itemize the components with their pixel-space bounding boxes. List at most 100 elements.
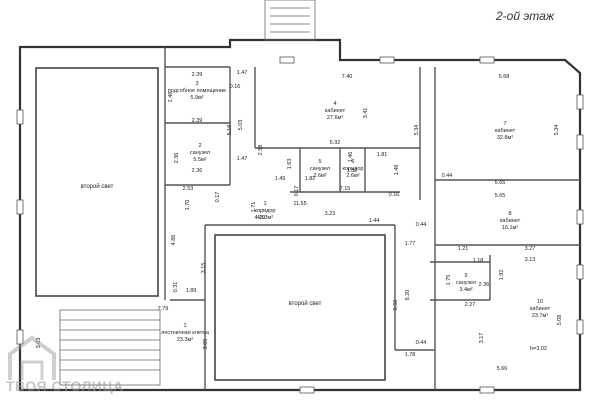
room-area: 5.9м² — [190, 95, 203, 101]
dimension-label: 8.20 — [405, 290, 411, 301]
dimension-label: 1.48 — [394, 165, 400, 176]
dimension-label: 2.36 — [192, 168, 203, 174]
dimension-label: 0.16 — [230, 84, 241, 90]
dimension-label: 7.79 — [158, 306, 169, 312]
dimension-label: 0.44 — [442, 173, 453, 179]
room-area: 5.5м² — [193, 157, 206, 163]
outer-walls — [18, 38, 582, 392]
room-area: 2.6м² — [313, 173, 326, 179]
dimension-label: 0.16 — [389, 192, 400, 198]
dimension-label: 2.36 — [479, 282, 490, 288]
light-well-center — [214, 234, 386, 381]
room-number: 7 — [503, 121, 506, 127]
dimension-label: 1.70 — [185, 200, 191, 211]
dimension-label: 1.78 — [405, 352, 416, 358]
room-name: лестничная клетка — [161, 330, 210, 336]
room-area: 16.1м² — [502, 225, 518, 231]
room-number: 1 — [183, 323, 186, 329]
dimension-label: 4.86 — [171, 235, 177, 246]
dimension-label: 0.44 — [416, 222, 427, 228]
dimension-label: 5.19 — [227, 125, 233, 136]
dimension-label: 0.17 — [215, 192, 221, 203]
room-number: 2 — [198, 143, 201, 149]
room-name: коридор — [343, 166, 364, 172]
room-name: санузел — [456, 280, 476, 286]
dimension-label: 1.46 — [348, 152, 354, 163]
dimension-label: 2.58 — [258, 145, 264, 156]
room-area: 3.4м² — [459, 287, 472, 293]
dimension-label: 1.92 — [499, 270, 505, 281]
room-number: 3 — [195, 81, 198, 87]
dimension-label: 1.89 — [186, 288, 197, 294]
dimension-label: 1.81 — [377, 152, 388, 158]
dimension-label: 11.55 — [293, 201, 306, 207]
room-name: кабинет — [495, 128, 516, 134]
room-number: 4 — [333, 101, 336, 107]
dimension-label: 2.36 — [174, 153, 180, 164]
room-number: 9 — [464, 273, 467, 279]
watermark-logo-icon — [8, 335, 56, 380]
dimension-label: 1.77 — [405, 241, 416, 247]
dimension-label: 3.23 — [325, 211, 336, 217]
room-name: кабинет — [500, 218, 521, 224]
dimension-label: 1.63 — [287, 159, 293, 170]
room-number: 1 — [263, 201, 266, 207]
dimension-label: 5.66 — [497, 366, 508, 372]
room-number: 10 — [537, 299, 543, 305]
dimension-label: 3.41 — [363, 108, 369, 119]
dimension-label: 5.34 — [554, 125, 560, 136]
dimension-label: 1.82 — [347, 168, 358, 174]
dimension-label: 1.44 — [369, 218, 380, 224]
dimension-label: 2.27 — [465, 302, 476, 308]
light-well-label: второй свет — [81, 183, 114, 190]
windows — [16, 56, 584, 394]
dimension-label: 0.31 — [173, 282, 179, 293]
dimension-label: 1.71 — [251, 202, 257, 213]
dimension-label: 3.05 — [203, 339, 209, 350]
dimension-label: 1.21 — [458, 246, 469, 252]
dimension-label: 1.75 — [446, 275, 452, 286]
dimension-label: 5.68 — [499, 74, 510, 80]
dimension-label: 1.18 — [473, 258, 484, 264]
staircase-bottom — [59, 309, 161, 386]
dimension-label: 7.15 — [340, 186, 351, 192]
dimension-label: 3.13 — [525, 257, 536, 263]
dimension-label: 2.53 — [183, 186, 194, 192]
dimension-label: 1.82 — [305, 176, 316, 182]
dimension-label: 2.39 — [192, 118, 203, 124]
dimension-label: 1.49 — [275, 176, 286, 182]
dimension-label: 3.17 — [479, 333, 485, 344]
room-area: 23.7м² — [532, 313, 548, 319]
room-area: 2.6м² — [346, 173, 359, 179]
dimension-label: 1.47 — [237, 156, 248, 162]
room-number: 8 — [508, 211, 511, 217]
ceiling-height: h=3.02 — [530, 346, 547, 352]
dimension-label: 5.34 — [414, 125, 420, 136]
dimension-label: 5.65 — [495, 180, 506, 186]
light-well-label: второй свет — [289, 300, 322, 307]
room-number: 6 — [351, 159, 354, 165]
room-area: 27.6м² — [327, 115, 343, 121]
dimension-label: 3.15 — [201, 263, 207, 274]
room-area: 32.8м² — [497, 135, 513, 141]
room-area: 43.3м² — [257, 215, 273, 221]
dimension-label: 0.44 — [416, 340, 427, 346]
room-number: 5 — [318, 159, 321, 165]
dimension-label: 2.39 — [192, 72, 203, 78]
dimension-label: 3.27 — [525, 246, 536, 252]
dimension-label: 7.40 — [342, 74, 353, 80]
light-well-left — [35, 67, 159, 297]
dimension-label: 0.17 — [294, 186, 300, 197]
floor-title: 2-ой этаж — [496, 9, 555, 23]
inner-walls — [164, 47, 580, 390]
dimension-label: 5.03 — [238, 120, 244, 131]
dimension-label: 5.92 — [330, 140, 341, 146]
dimension-label: 1.47 — [237, 70, 248, 76]
room-name: кабинет — [530, 306, 551, 312]
room-name: кабинет — [325, 108, 346, 114]
room-name: санузел — [310, 166, 330, 172]
room-area: 23.3м² — [177, 337, 193, 343]
